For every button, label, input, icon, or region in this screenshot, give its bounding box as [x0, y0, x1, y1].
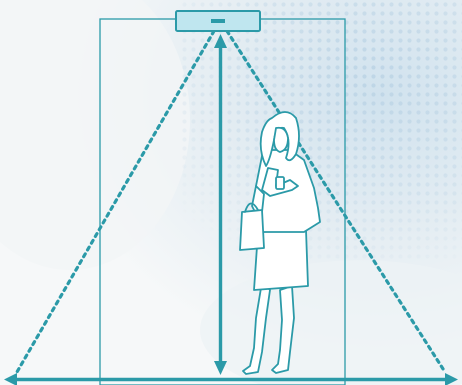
ceiling-sensor-icon	[176, 11, 260, 31]
